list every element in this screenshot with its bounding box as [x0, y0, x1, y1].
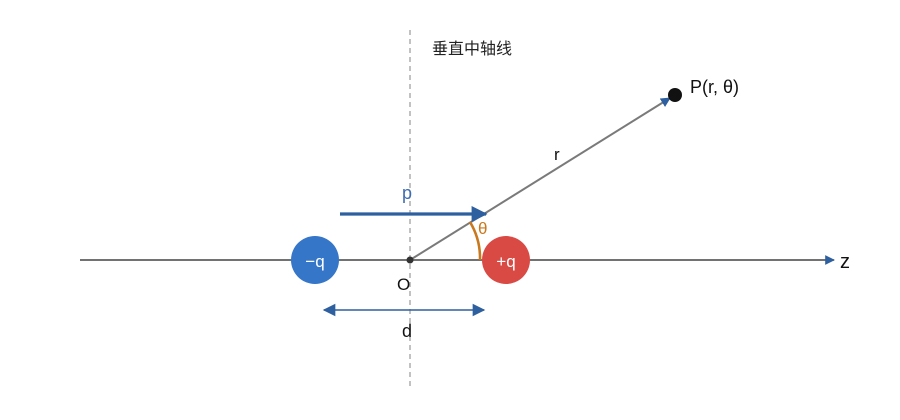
z-axis-label: z [840, 251, 850, 273]
perpendicular-axis-label: 垂直中轴线 [432, 40, 512, 58]
negative-charge [291, 236, 339, 284]
positive-charge-label: +q [496, 252, 515, 271]
negative-charge-label: −q [305, 252, 324, 271]
radius-label: r [554, 145, 560, 164]
point-p-label: P(r, θ) [690, 77, 739, 97]
angle-arc [468, 221, 482, 261]
dipole-moment-label: p [402, 183, 412, 203]
point-p [668, 88, 682, 102]
positive-charge [482, 236, 530, 284]
distance-label: d [402, 321, 412, 341]
origin-label: O [397, 275, 410, 294]
angle-label: θ [478, 219, 487, 238]
origin-point [406, 256, 414, 264]
radius-line [409, 97, 671, 261]
